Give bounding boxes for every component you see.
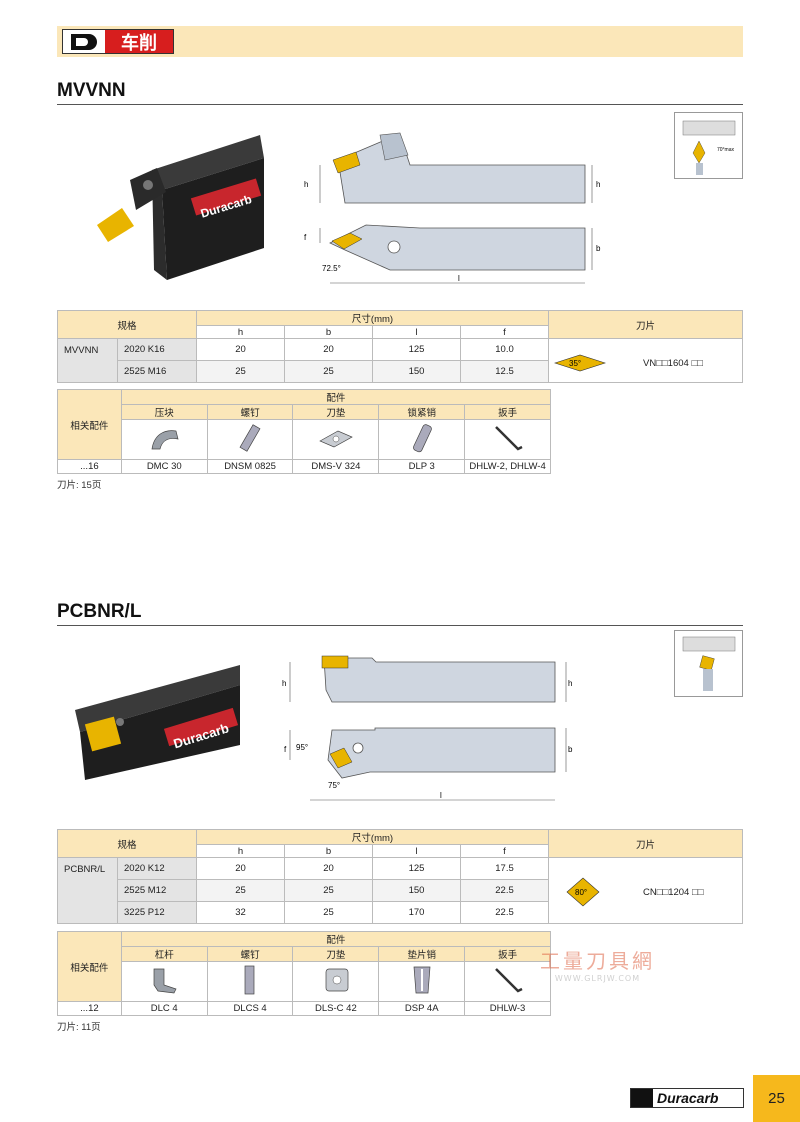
svg-text:f: f [304,233,307,242]
accessories-table-pcbnr: 相关配件 配件 杠杆 螺钉 刀垫 垫片销 扳手 ...12 DLC 4 DLCS… [57,931,552,1016]
svg-text:h: h [596,180,600,189]
screw-icon [206,419,294,460]
dimension-drawing-pcbnr: h h f b 95° 75° l [282,655,573,801]
toolholder-photo-pcbnr: Duracarb [75,665,240,780]
insert-code: VN□□1604 □□ [643,358,703,369]
accessories-table-mvvnn: 相关配件 配件 压块 螺钉 刀垫 锁紧销 扳手 ...16 DMC 30 DNS… [57,389,552,474]
section1-title: MVVNN [57,80,126,101]
cutting-angle-diagram-mvvnn: 70°max [674,112,743,179]
duracarb-d-icon [63,30,105,53]
dimension-drawing-mvvnn: h h f b 72.5° l [304,132,601,284]
lever-icon [120,961,208,1002]
shim-icon [292,419,380,460]
toolholder-photo-mvvnn: Duracarb [97,135,264,280]
svg-text:70°max: 70°max [717,147,735,153]
svg-text:72.5°: 72.5° [322,264,341,273]
section2-divider [57,625,743,626]
svg-text:b: b [596,244,601,253]
insert-code: CN□□1204 □□ [643,887,704,898]
watermark: 工量刀具網 WWW.GLRJW.COM [540,949,655,983]
svg-text:b: b [568,745,573,754]
svg-text:l: l [440,791,442,800]
footer-logo: Duracarb [630,1088,744,1108]
table-row: 2525 M16 25 25 150 12.5 [58,360,743,383]
svg-text:h: h [304,180,308,189]
header-logo: 车削 [62,29,174,54]
svg-text:h: h [282,679,286,688]
insert-35-icon: 35° [554,354,606,372]
insert-page-note-1: 刀片: 15页 [57,480,102,491]
svg-text:95°: 95° [296,743,308,752]
section1-divider [57,104,743,105]
header-bar: 车削 [57,26,743,57]
table-row: MVVNN 2020 K16 20 20 125 10.0 35° VN□□16… [57,338,743,383]
table-row: 3225 P12 32 25 170 22.5 [58,901,743,924]
section2-title: PCBNR/L [57,601,142,622]
svg-text:80°: 80° [575,888,587,897]
clamp-icon [120,419,208,460]
page-number: 25 [753,1075,800,1122]
svg-text:f: f [284,745,287,754]
wrench-icon [464,961,551,1002]
insert-page-note-2: 刀片: 11页 [57,1022,101,1033]
shim-pin-icon [378,961,466,1002]
shim-icon [292,961,380,1002]
screw-icon [206,961,294,1002]
header-title: 车削 [105,30,173,54]
svg-text:l: l [458,274,460,283]
insert-80-icon: 80° [566,877,600,907]
wrench-icon [464,419,551,460]
cutting-angle-diagram-pcbnr [674,630,743,697]
lock-pin-icon [378,419,466,460]
spec-table-pcbnr: 规格 尺寸(mm) 刀片 h b l f PCBNR/L 2020 K12 20… [57,829,743,924]
svg-text:75°: 75° [328,781,340,790]
svg-text:h: h [568,679,572,688]
table-row: PCBNR/L 2020 K12 20 20 125 17.5 80° CN□□… [57,857,743,924]
svg-text:35°: 35° [569,359,581,368]
duracarb-d-icon [631,1089,653,1107]
spec-table-mvvnn: 规格 尺寸(mm) 刀片 h b l f MVVNN 2020 K16 20 2… [57,310,743,383]
